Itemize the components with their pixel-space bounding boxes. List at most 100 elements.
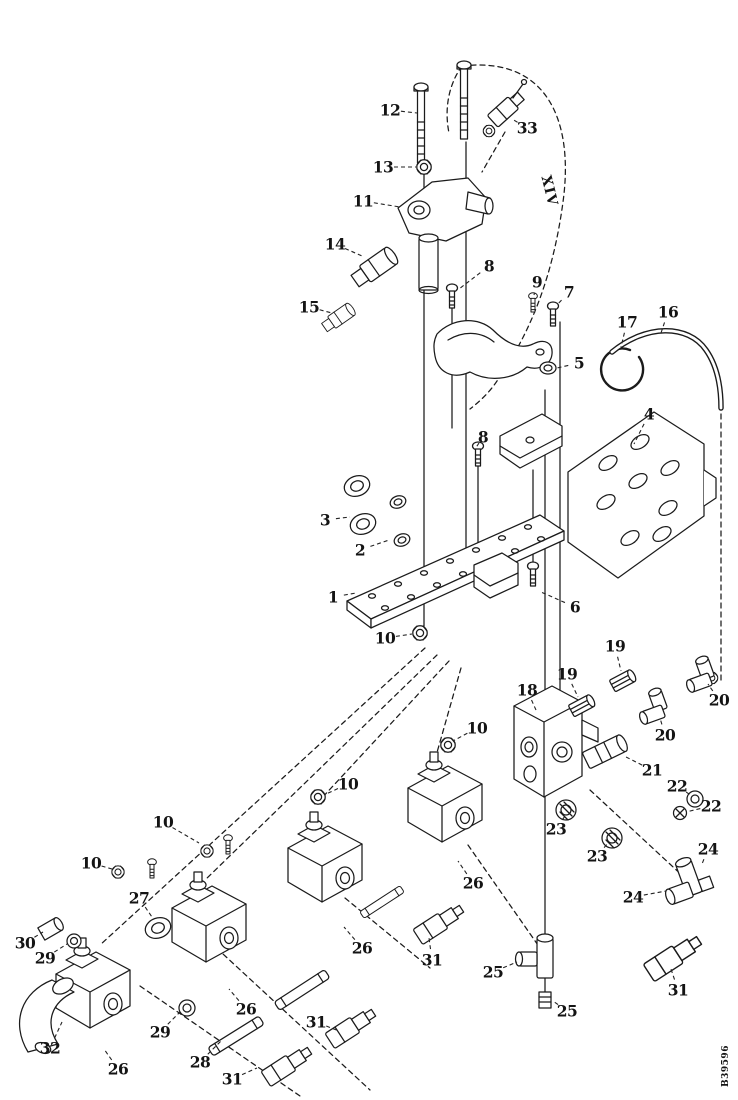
callout-24: 24 [622, 887, 644, 907]
part-nut-10e [200, 844, 214, 858]
part-clamp-17 [599, 347, 645, 392]
callout-23: 23 [545, 819, 567, 839]
callout-9: 9 [531, 272, 543, 292]
callout-4: 4 [643, 404, 655, 424]
part-tube-28c [359, 885, 405, 919]
part-screw-8a [445, 283, 459, 309]
callout-29: 29 [149, 1022, 171, 1042]
callout-21: 21 [641, 760, 663, 780]
callout-23: 23 [586, 846, 608, 866]
part-valve-26c [287, 811, 363, 903]
part-ring-29a [66, 933, 82, 949]
callout-3: 3 [319, 510, 331, 530]
callout-25: 25 [556, 1001, 578, 1021]
part-valve-26b [171, 871, 247, 963]
section-boundary-dashed-loop [446, 64, 566, 410]
callout-2: 2 [354, 540, 366, 560]
callout-33: 33 [516, 118, 538, 138]
callout-26: 26 [107, 1059, 129, 1079]
callout-19: 19 [556, 664, 578, 684]
callout-20: 20 [708, 690, 730, 710]
callout-8: 8 [483, 256, 495, 276]
part-hose-16 [609, 328, 724, 685]
callout-10: 10 [374, 628, 396, 648]
callout-5: 5 [573, 353, 585, 373]
part-valve-26d [407, 751, 483, 843]
part-washer-5 [539, 361, 557, 375]
callout-17: 17 [616, 312, 638, 332]
callout-31: 31 [305, 1012, 327, 1032]
part-bracket-4 [567, 411, 717, 579]
part-ring-29b [178, 999, 196, 1017]
part-small-bracket [499, 413, 563, 469]
callout-10: 10 [80, 853, 102, 873]
callout-24: 24 [697, 839, 719, 859]
callout-10: 10 [152, 812, 174, 832]
part-nut-13 [416, 159, 432, 175]
part-nipple-19a [608, 668, 639, 693]
callout-10: 10 [337, 774, 359, 794]
callout-14: 14 [324, 234, 346, 254]
callout-13: 13 [372, 157, 394, 177]
part-caps-23 [555, 799, 623, 849]
callout-31: 31 [221, 1069, 243, 1089]
part-fitting-30 [37, 917, 64, 941]
part-nut-10d [111, 865, 125, 879]
callout-29: 29 [34, 948, 56, 968]
part-lever-bracket [433, 320, 553, 379]
part-barb-31a [260, 1042, 316, 1088]
callout-32: 32 [39, 1038, 61, 1058]
part-tee-24 [664, 856, 715, 906]
part-stud-9 [528, 292, 538, 313]
part-barb-31c [412, 900, 468, 946]
callout-31: 31 [421, 950, 443, 970]
part-grommet-3a [340, 471, 374, 501]
part-nut-10c [310, 789, 326, 805]
callout-19: 19 [604, 636, 626, 656]
callout-26: 26 [351, 938, 373, 958]
part-screw-small-b [223, 834, 233, 855]
part-elbow-20b [631, 685, 671, 726]
part-solenoid-valve-11 [397, 177, 494, 295]
callout-31: 31 [667, 980, 689, 1000]
part-nut-10a [412, 625, 428, 641]
part-long-bolts-12 [413, 60, 472, 164]
callout-26: 26 [235, 999, 257, 1019]
figure-code-label: B39596 [721, 1045, 731, 1087]
callout-10: 10 [466, 718, 488, 738]
part-grommet-3b [346, 509, 380, 539]
part-barb-31b [324, 1004, 380, 1050]
part-fitting-15 [321, 302, 356, 333]
callout-6: 6 [569, 597, 581, 617]
callout-18: 18 [516, 680, 538, 700]
part-mounting-plate-1 [346, 514, 565, 629]
callout-25: 25 [482, 962, 504, 982]
part-elbow-20a [678, 653, 718, 694]
part-tube-28b [273, 968, 331, 1012]
callout-30: 30 [14, 933, 36, 953]
callout-8: 8 [477, 427, 489, 447]
part-washer-2b [391, 531, 413, 549]
part-fitting-33 [482, 78, 528, 138]
callout-7: 7 [563, 282, 575, 302]
callout-27: 27 [128, 888, 150, 908]
part-tee-25 [514, 933, 554, 979]
callout-1: 1 [327, 587, 339, 607]
axis-lines [99, 131, 722, 1097]
part-plug-25 [538, 991, 552, 1009]
part-screw-small-a [147, 858, 157, 879]
part-tube-28a [207, 1015, 265, 1057]
part-barb-31d [642, 931, 706, 983]
part-nut-10b [440, 737, 456, 753]
part-fitting-14 [350, 246, 399, 288]
callout-22: 22 [666, 776, 688, 796]
part-bolt-6 [526, 561, 540, 587]
callout-11: 11 [352, 191, 374, 211]
callout-22: 22 [700, 796, 722, 816]
part-manifold-18 [513, 685, 599, 798]
part-elbow-32 [18, 977, 75, 1055]
callout-15: 15 [298, 297, 320, 317]
callout-26: 26 [462, 873, 484, 893]
